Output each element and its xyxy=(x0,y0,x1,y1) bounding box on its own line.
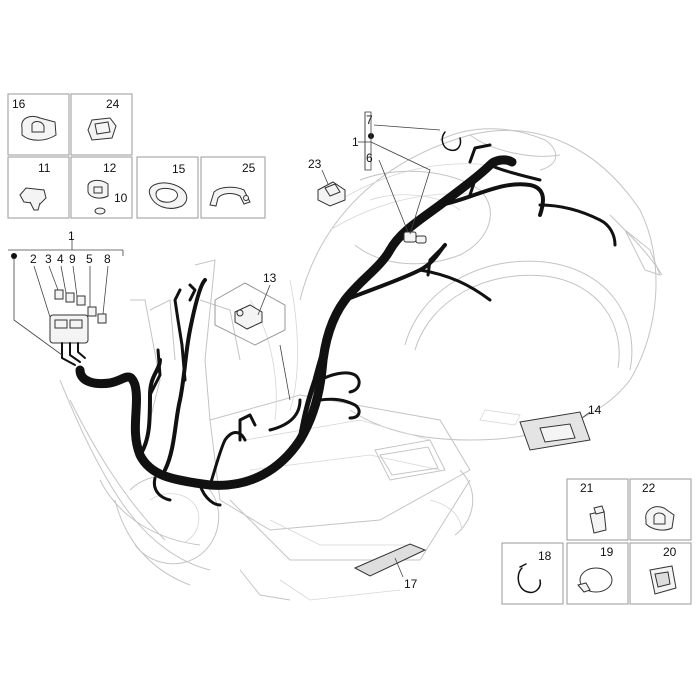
callout-14: 14 xyxy=(588,403,602,417)
callout-22: 22 xyxy=(642,481,656,495)
part-23-clip xyxy=(317,181,346,207)
callout-17: 17 xyxy=(404,577,418,591)
callout-4: 4 xyxy=(57,252,64,266)
callout-25: 25 xyxy=(242,161,256,175)
fuse-parts xyxy=(54,289,107,324)
bracket-6-7 xyxy=(364,111,372,171)
callout-16: 16 xyxy=(12,97,26,111)
callout-13: 13 xyxy=(263,271,277,285)
callout-24: 24 xyxy=(106,97,120,111)
part-13-bracket xyxy=(214,282,286,346)
detail-box-11 xyxy=(7,156,70,219)
callout-3: 3 xyxy=(45,252,52,266)
bullet-dot-1a xyxy=(11,253,17,259)
detail-box-24 xyxy=(70,93,133,156)
detail-box-16 xyxy=(7,93,70,156)
callout-11: 11 xyxy=(38,161,51,175)
leader-lines xyxy=(8,112,591,578)
part-14-cover xyxy=(519,411,591,451)
detail-box-20 xyxy=(629,542,692,605)
callout-15: 15 xyxy=(172,162,186,176)
callout-23: 23 xyxy=(308,157,322,171)
part-6-relay xyxy=(403,231,427,244)
callout-1-right: 1 xyxy=(352,135,359,149)
callout-6: 6 xyxy=(366,151,373,165)
callout-2: 2 xyxy=(30,252,37,266)
callout-21: 21 xyxy=(580,481,594,495)
callout-20: 20 xyxy=(663,545,677,559)
callout-12: 12 xyxy=(103,161,117,175)
detail-box-15 xyxy=(136,156,199,219)
part-17-strip xyxy=(353,543,427,577)
callout-5: 5 xyxy=(86,252,93,266)
main-wiring-harness xyxy=(75,143,617,507)
detail-box-18 xyxy=(501,542,564,605)
callout-1-left: 1 xyxy=(68,229,75,243)
callout-7: 7 xyxy=(366,113,373,127)
callout-labels: 16 24 11 12 10 15 25 1 2 3 4 9 5 8 13 23… xyxy=(12,97,677,591)
connector-block xyxy=(49,314,89,366)
detail-box-19 xyxy=(566,542,629,605)
detail-box-12 xyxy=(70,156,133,219)
callout-19: 19 xyxy=(600,545,614,559)
callout-18: 18 xyxy=(538,549,552,563)
callout-8: 8 xyxy=(104,252,111,266)
detail-box-22 xyxy=(629,478,692,541)
callout-9: 9 xyxy=(69,252,76,266)
detail-box-21 xyxy=(566,478,629,541)
part-7-ring xyxy=(441,131,462,152)
callout-10: 10 xyxy=(114,191,128,205)
detail-box-25 xyxy=(200,156,266,219)
